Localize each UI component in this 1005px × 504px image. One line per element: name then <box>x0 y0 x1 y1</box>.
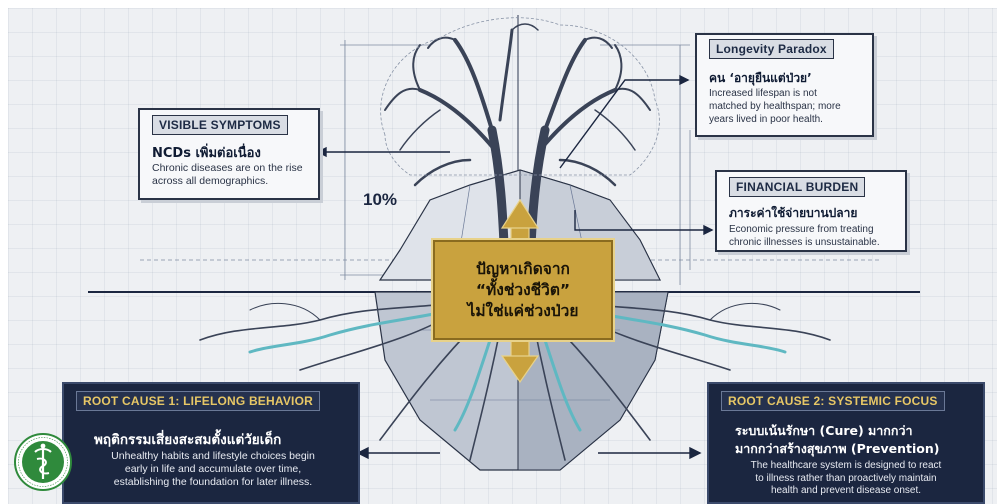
root-cause-2-desc: The healthcare system is designed to rea… <box>717 460 975 498</box>
percent-label: 10% <box>363 190 398 209</box>
root-cause-2-desc-line2: to illness rather than proactively maint… <box>755 472 937 484</box>
visible-symptoms-heading: NCDs เพิ่มต่อเนื่อง <box>152 146 261 161</box>
root-cause-1-panel: ROOT CAUSE 1: LIFELONG BEHAVIOR พฤติกรรม… <box>62 382 360 504</box>
root-cause-1-heading: พฤติกรรมเสี่ยงสะสมตั้งแต่วัยเด็ก <box>94 432 282 448</box>
financial-burden-card: FINANCIAL BURDEN ภาระค่าใช้จ่ายบานปลาย E… <box>715 170 907 252</box>
root-cause-2-heading-line1: ระบบเน้นรักษา (Cure) มากกว่า <box>735 423 913 438</box>
visible-symptoms-tag: VISIBLE SYMPTOMS <box>152 115 288 135</box>
financial-burden-heading: ภาระค่าใช้จ่ายบานปลาย <box>729 206 858 220</box>
center-statement-line3: ไม่ใช่แค่ช่วงป่วย <box>467 301 579 320</box>
visible-symptoms-desc-line2: across all demographics. <box>152 175 269 187</box>
root-cause-1-desc-line1: Unhealthy habits and lifestyle choices b… <box>111 450 315 462</box>
longevity-paradox-desc: Increased lifespan is not matched by hea… <box>709 87 871 126</box>
root-cause-2-heading-line2: มากกว่าสร้างสุขภาพ (Prevention) <box>735 441 940 456</box>
root-cause-1-desc-line3: establishing the foundation for later il… <box>113 476 313 488</box>
root-cause-1-desc-line2: early in life and accumulate over time, <box>124 463 302 475</box>
root-cause-2-panel: ROOT CAUSE 2: SYSTEMIC FOCUS ระบบเน้นรัก… <box>707 382 985 504</box>
root-cause-1-desc: Unhealthy habits and lifestyle choices b… <box>78 450 348 489</box>
financial-burden-tag: FINANCIAL BURDEN <box>729 177 866 197</box>
organization-logo <box>14 433 72 491</box>
root-cause-2-desc-line3: health and prevent disease onset. <box>770 485 922 496</box>
center-statement-box: ปัญหาเกิดจาก “ทั้งช่วงชีวิต” ไม่ใช่แค่ช่… <box>431 238 615 342</box>
longevity-paradox-heading: คน ‘อายุยืนแต่ป่วย’ <box>709 71 812 85</box>
tree-canopy <box>380 17 660 176</box>
longevity-paradox-tag: Longevity Paradox <box>709 39 834 59</box>
longevity-paradox-desc-line2: matched by healthspan; more <box>709 101 841 112</box>
financial-burden-desc-line1: Economic pressure from treating <box>729 224 874 235</box>
visible-symptoms-desc-line1: Chronic diseases are on the rise <box>152 162 303 174</box>
visible-symptoms-desc: Chronic diseases are on the rise across … <box>152 162 316 188</box>
longevity-paradox-desc-line1: Increased lifespan is not <box>709 88 817 99</box>
root-cause-1-tag: ROOT CAUSE 1: LIFELONG BEHAVIOR <box>76 391 320 411</box>
connector-arrows <box>316 74 714 460</box>
financial-burden-desc-line2: chronic illnesses is unsustainable. <box>729 237 880 248</box>
center-statement-line1: ปัญหาเกิดจาก <box>476 259 570 278</box>
root-cause-2-desc-line1: The healthcare system is designed to rea… <box>750 460 942 471</box>
longevity-paradox-card: Longevity Paradox คน ‘อายุยืนแต่ป่วย’ In… <box>695 33 874 137</box>
financial-burden-desc: Economic pressure from treating chronic … <box>729 223 905 249</box>
root-cause-2-tag: ROOT CAUSE 2: SYSTEMIC FOCUS <box>721 391 945 411</box>
center-statement-line2: “ทั้งช่วงชีวิต” <box>475 280 571 299</box>
longevity-paradox-desc-line3: years lived in poor health. <box>709 114 823 125</box>
visible-symptoms-card: VISIBLE SYMPTOMS NCDs เพิ่มต่อเนื่อง Chr… <box>138 108 320 200</box>
